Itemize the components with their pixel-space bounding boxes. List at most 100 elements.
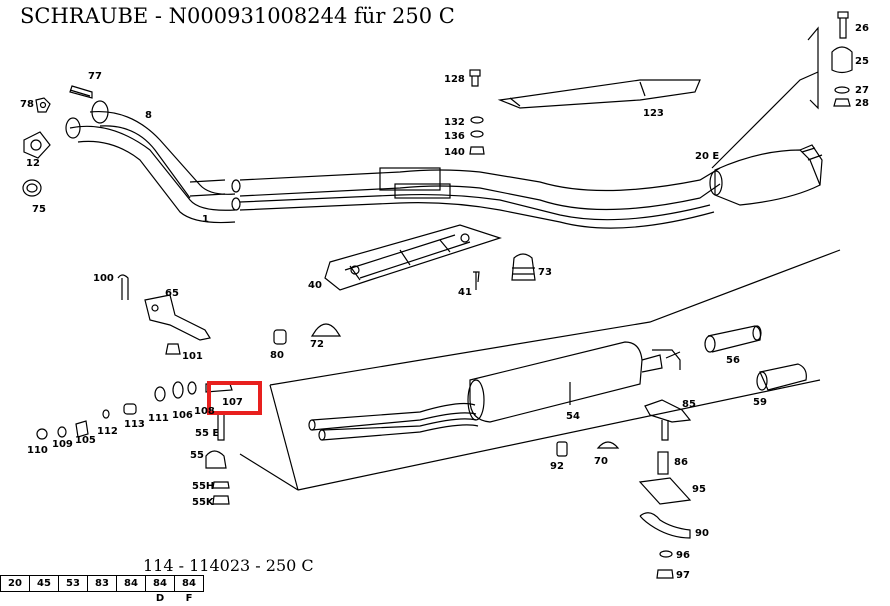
tab-84[interactable]: 84 bbox=[116, 575, 145, 592]
spacer-92 bbox=[556, 441, 568, 457]
gasket-75 bbox=[22, 179, 42, 197]
label-12: 12 bbox=[26, 158, 40, 169]
screw-55e bbox=[217, 414, 225, 441]
u-bolt-100 bbox=[117, 274, 129, 300]
rear-silencer bbox=[709, 144, 823, 206]
label-106: 106 bbox=[172, 410, 193, 421]
flange-12 bbox=[23, 131, 51, 159]
label-111: 111 bbox=[148, 413, 169, 424]
rubber-70 bbox=[596, 441, 620, 449]
label-132: 132 bbox=[444, 117, 465, 128]
label-70: 70 bbox=[594, 456, 608, 467]
label-20e: 20 E bbox=[695, 151, 719, 162]
label-78: 78 bbox=[20, 99, 34, 110]
tab-53[interactable]: 53 bbox=[58, 575, 87, 592]
sleeve-86 bbox=[657, 451, 669, 475]
nut-55k bbox=[212, 495, 230, 505]
model-caption: 114 - 114023 - 250 C bbox=[143, 556, 314, 575]
exploded-parts-diagram: 26 25 27 28 77 78 8 12 75 1 128 132 136 … bbox=[20, 11, 869, 581]
bolt-26 bbox=[837, 11, 849, 39]
label-86: 86 bbox=[674, 457, 688, 468]
label-97: 97 bbox=[676, 570, 690, 581]
rubber-mount-73 bbox=[511, 253, 536, 281]
washer-106 bbox=[172, 381, 184, 399]
highlight-box bbox=[207, 381, 262, 415]
label-112: 112 bbox=[97, 426, 118, 437]
washer-132 bbox=[470, 116, 484, 124]
label-110: 110 bbox=[27, 445, 48, 456]
label-108: 108 bbox=[194, 406, 215, 417]
label-105: 105 bbox=[75, 435, 96, 446]
bolt-128 bbox=[469, 69, 481, 87]
label-41: 41 bbox=[458, 287, 472, 298]
label-27: 27 bbox=[855, 85, 869, 96]
strap-90 bbox=[639, 512, 691, 539]
label-65: 65 bbox=[165, 288, 179, 299]
washer-108 bbox=[187, 381, 197, 395]
page-title: SCHRAUBE - N000931008244 für 250 C bbox=[20, 4, 455, 28]
front-exhaust-pipe bbox=[65, 100, 241, 224]
label-95: 95 bbox=[692, 484, 706, 495]
label-75: 75 bbox=[32, 204, 46, 215]
group-tabs: 20 45 53 83 84 84 D 84 F bbox=[0, 575, 204, 604]
label-72: 72 bbox=[310, 339, 324, 350]
heat-shield-40 bbox=[324, 224, 502, 291]
nut-78 bbox=[35, 97, 51, 113]
label-136: 136 bbox=[444, 131, 465, 142]
label-55h: 55H bbox=[192, 481, 214, 492]
label-28: 28 bbox=[855, 98, 869, 109]
silencer-54 bbox=[308, 341, 681, 441]
label-90: 90 bbox=[695, 528, 709, 539]
label-55k: 55K bbox=[192, 497, 215, 508]
label-128: 128 bbox=[444, 74, 465, 85]
tab-84d[interactable]: 84 D bbox=[145, 575, 174, 604]
nut-140 bbox=[469, 146, 485, 155]
label-109: 109 bbox=[52, 439, 73, 450]
label-100: 100 bbox=[93, 273, 114, 284]
tab-20[interactable]: 20 bbox=[0, 575, 29, 592]
rubber-72 bbox=[310, 323, 342, 337]
part-labels: 26 25 27 28 77 78 8 12 75 1 128 132 136 … bbox=[20, 23, 869, 581]
heat-shield-123 bbox=[497, 79, 701, 109]
label-56: 56 bbox=[726, 355, 740, 366]
tab-45[interactable]: 45 bbox=[29, 575, 58, 592]
nut-101 bbox=[165, 343, 181, 355]
washer-96 bbox=[659, 550, 673, 558]
lower-group-frame bbox=[269, 249, 841, 491]
label-96: 96 bbox=[676, 550, 690, 561]
label-80: 80 bbox=[270, 350, 284, 361]
label-25: 25 bbox=[855, 56, 869, 67]
screw-41 bbox=[473, 271, 480, 290]
plate-95 bbox=[638, 477, 692, 505]
label-26: 26 bbox=[855, 23, 869, 34]
clamp-55 bbox=[205, 450, 227, 469]
label-1: 1 bbox=[202, 214, 209, 225]
hanger-85 bbox=[644, 399, 692, 441]
nut-110 bbox=[36, 428, 48, 440]
label-73: 73 bbox=[538, 267, 552, 278]
tab-83[interactable]: 83 bbox=[87, 575, 116, 592]
label-8: 8 bbox=[145, 110, 152, 121]
nut-97 bbox=[656, 569, 674, 579]
nut-55h bbox=[212, 481, 230, 489]
leader-20e bbox=[711, 71, 819, 169]
washer-112 bbox=[102, 409, 110, 419]
tailpipe-59 bbox=[756, 363, 807, 391]
washer-27 bbox=[834, 86, 850, 94]
spacer-113 bbox=[123, 403, 137, 415]
main-exhaust-pipe bbox=[239, 167, 721, 229]
label-77: 77 bbox=[88, 71, 102, 82]
label-92: 92 bbox=[550, 461, 564, 472]
tab-84f[interactable]: 84 F bbox=[174, 575, 204, 604]
bracket-65 bbox=[144, 294, 211, 341]
label-59: 59 bbox=[753, 397, 767, 408]
clamp-25 bbox=[831, 46, 853, 74]
label-113: 113 bbox=[124, 419, 145, 430]
label-107-highlighted: 107 bbox=[222, 397, 243, 408]
washer-111 bbox=[154, 386, 166, 402]
rubber-80 bbox=[273, 329, 287, 345]
label-140: 140 bbox=[444, 147, 465, 158]
label-55e: 55 E bbox=[195, 428, 219, 439]
label-123: 123 bbox=[643, 108, 664, 119]
bolt-77 bbox=[69, 85, 93, 99]
